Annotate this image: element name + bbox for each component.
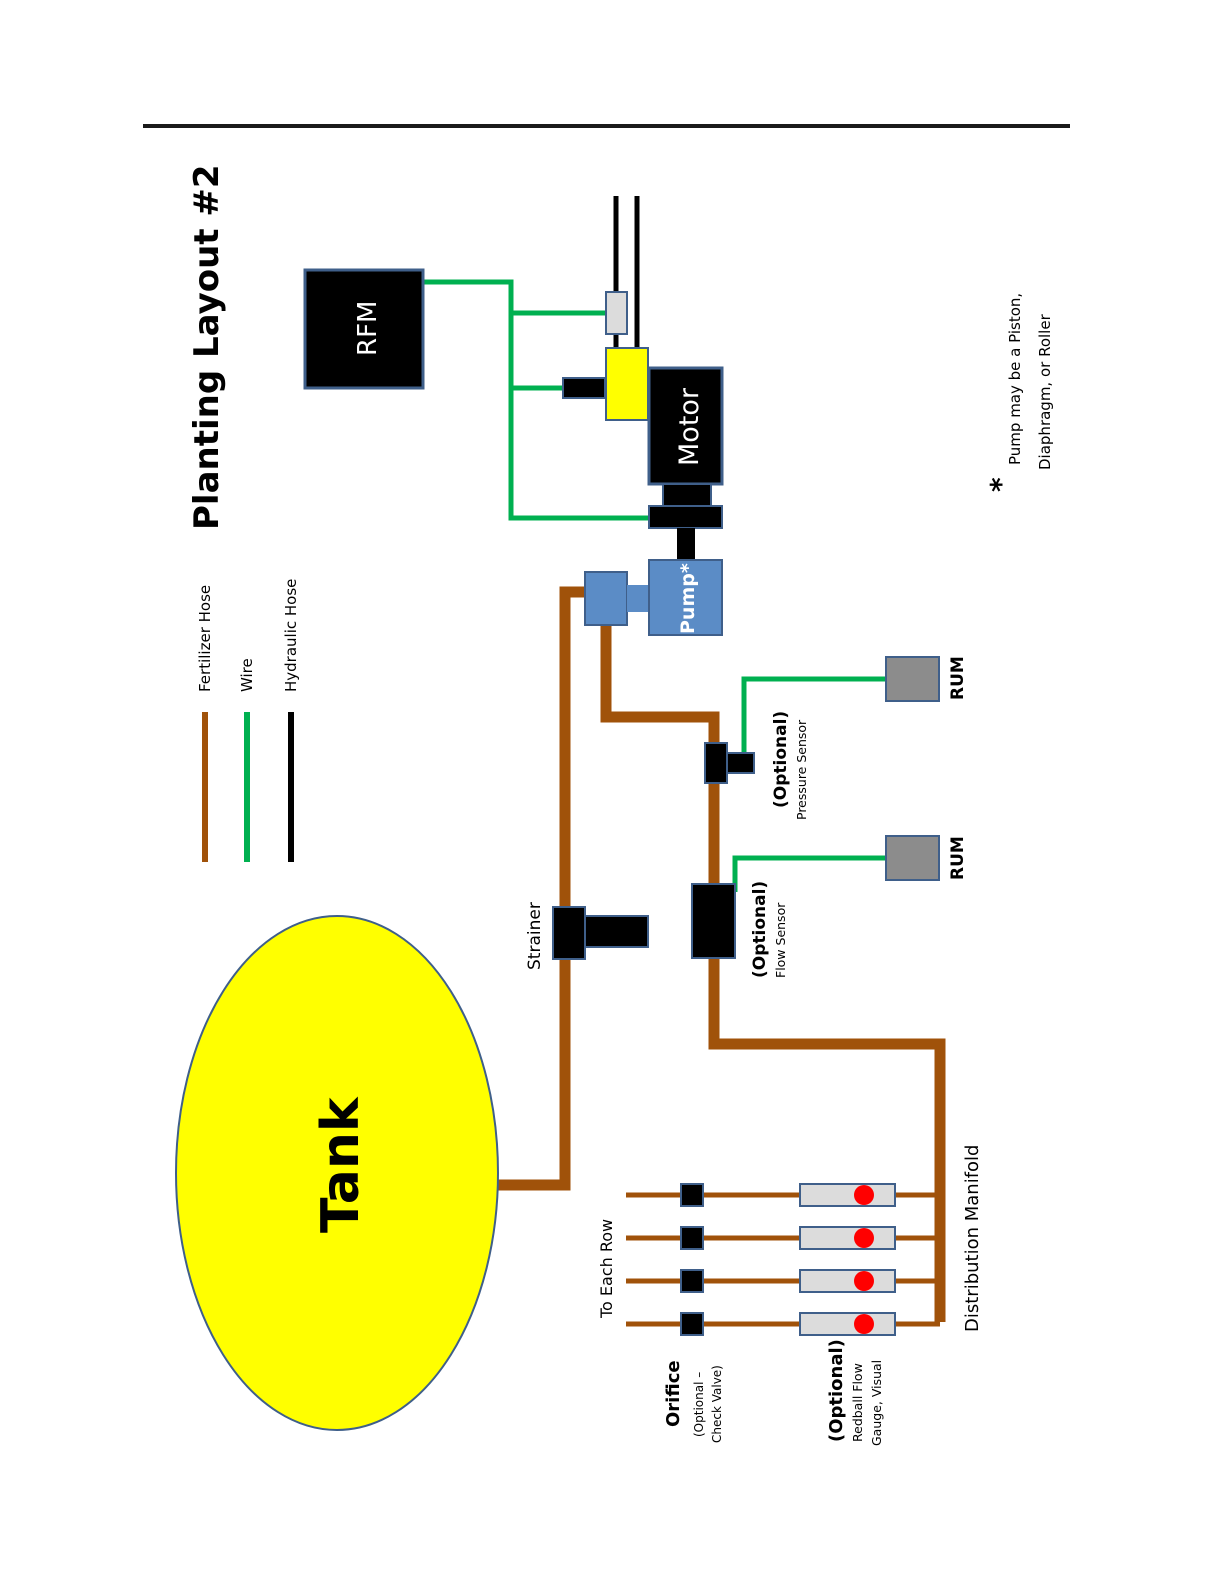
strainer-label: Strainer xyxy=(525,902,545,970)
rfm-module[interactable]: RFM xyxy=(305,270,423,388)
page-title: Planting Layout #2 xyxy=(187,164,227,530)
rum-label-flow: RUM xyxy=(948,836,968,880)
motor-label: Motor xyxy=(674,387,705,466)
footnote-asterisk: * xyxy=(984,477,1017,492)
rum-box-flow[interactable] xyxy=(886,836,939,880)
pressure-sensor-body xyxy=(727,753,754,773)
rum-label-pressure: RUM xyxy=(948,656,968,700)
to-each-row-label: To Each Row xyxy=(597,1219,616,1319)
redball-gauge[interactable] xyxy=(800,1227,895,1249)
orifice[interactable] xyxy=(681,1227,703,1249)
distribution-row xyxy=(626,1270,940,1292)
tank[interactable]: Tank xyxy=(176,916,498,1430)
legend-label-hydraulic-hose: Hydraulic Hose xyxy=(282,579,300,692)
valve-solenoid[interactable] xyxy=(563,378,605,398)
orifice-label: Orifice xyxy=(663,1360,684,1427)
orifice-note-line1: (Optional – xyxy=(692,1372,706,1437)
rum-pressure[interactable]: RUM xyxy=(886,656,968,701)
pressure-sensor-tee[interactable] xyxy=(705,743,727,783)
footnote-line2: Diaphragm, or Roller xyxy=(1036,313,1054,470)
legend-label-wire: Wire xyxy=(238,658,256,692)
orifice[interactable] xyxy=(681,1313,703,1335)
strainer-body[interactable] xyxy=(553,907,585,959)
hose-tank-to-pump xyxy=(498,592,586,1185)
redball-indicator xyxy=(854,1271,874,1291)
footnote-line1: Pump may be a Piston, xyxy=(1006,293,1024,465)
strainer[interactable]: Strainer xyxy=(525,902,648,970)
flow-sensor-label: Flow Sensor xyxy=(773,902,788,978)
redball-gauge[interactable] xyxy=(800,1184,895,1206)
rfm-label: RFM xyxy=(353,301,383,356)
motor-coupling xyxy=(663,484,711,506)
distribution-row xyxy=(626,1184,940,1206)
pump-shaft xyxy=(677,528,695,560)
orifice[interactable] xyxy=(681,1270,703,1292)
pressure-sensor[interactable]: (Optional) Pressure Sensor xyxy=(705,711,809,820)
redball-indicator xyxy=(854,1185,874,1205)
pressure-sensor-label: Pressure Sensor xyxy=(794,719,809,820)
redball-indicator xyxy=(854,1314,874,1334)
pressure-sensor-optional: (Optional) xyxy=(771,711,791,808)
pump[interactable]: Pump* xyxy=(585,560,722,635)
legend-label-fertilizer-hose: Fertilizer Hose xyxy=(196,585,214,692)
redball-gauge[interactable] xyxy=(800,1313,895,1335)
flow-sensor-body[interactable] xyxy=(692,884,735,958)
hydraulic-valve-block[interactable] xyxy=(606,348,648,420)
motor[interactable]: Motor xyxy=(649,368,722,484)
wire-pressure-sensor-to-rum xyxy=(744,679,886,762)
pump-head[interactable] xyxy=(585,572,627,625)
orifice-note-line2: Check Valve) xyxy=(710,1365,724,1443)
redball-gauge-optional: (Optional) xyxy=(826,1339,847,1442)
distribution-manifold-label: Distribution Manifold xyxy=(962,1145,983,1332)
tank-label: Tank xyxy=(311,1096,371,1233)
redball-gauge-line1: Redball Flow xyxy=(850,1363,865,1442)
orifice[interactable] xyxy=(681,1184,703,1206)
redball-gauge[interactable] xyxy=(800,1270,895,1292)
redball-gauge-line2: Gauge, Visual xyxy=(869,1360,884,1446)
distribution-rows xyxy=(626,1184,940,1335)
hydraulic-sensor[interactable] xyxy=(606,292,627,334)
distribution-row xyxy=(626,1313,940,1335)
pump-label: Pump* xyxy=(677,563,699,634)
flow-sensor[interactable]: (Optional) Flow Sensor xyxy=(692,881,788,978)
motor-mount-plate xyxy=(649,506,722,528)
rum-box-pressure[interactable] xyxy=(886,657,939,701)
legend: Fertilizer Hose Wire Hydraulic Hose xyxy=(196,579,300,862)
flow-sensor-optional: (Optional) xyxy=(750,881,770,978)
redball-indicator xyxy=(854,1228,874,1248)
pump-neck xyxy=(627,585,649,612)
strainer-bowl xyxy=(585,916,648,947)
rum-flow[interactable]: RUM xyxy=(886,836,968,880)
distribution-row xyxy=(626,1227,940,1249)
